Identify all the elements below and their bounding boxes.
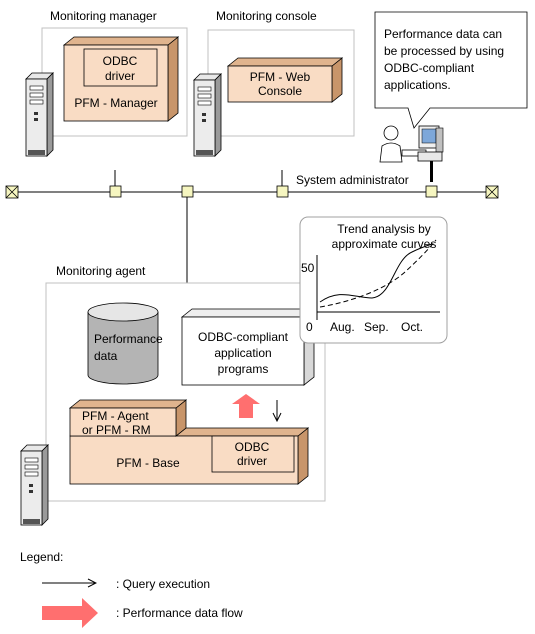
manager-network-node [109, 185, 122, 198]
trend-y-label-50: 50 [301, 261, 315, 275]
trend-y-label-0: 0 [306, 320, 313, 334]
trend-x-label-sep: Sep. [364, 320, 389, 334]
legend-query-label: : Query execution [116, 577, 210, 591]
callout-line-4: applications. [384, 78, 451, 92]
monitoring-manager-title: Monitoring manager [50, 9, 157, 23]
monitoring-agent-title: Monitoring agent [56, 264, 146, 278]
web-console-label-1: PFM - Web [250, 70, 311, 84]
manager-server-icon [25, 72, 54, 157]
manager-odbc-driver-box [83, 48, 158, 87]
pfm-web-console-component: PFM - Web Console [226, 57, 344, 103]
performance-flow-arrow [232, 394, 260, 418]
manager-odbc-label-2: driver [105, 69, 135, 83]
system-administrator-label: System administrator [296, 173, 409, 187]
trend-actual-curve [319, 243, 433, 303]
performance-database-icon: Performance data [87, 302, 163, 385]
manager-odbc-label-1: ODBC [103, 54, 138, 68]
trend-analysis-panel: Trend analysis by approximate curves 50 … [299, 216, 448, 344]
console-network-node [276, 185, 289, 198]
trend-x-label-aug: Aug. [330, 320, 355, 334]
trend-title-1: Trend analysis by [337, 222, 431, 236]
odbc-application-box: ODBC-compliant application programs [180, 308, 316, 386]
agent-network-node [181, 185, 194, 198]
legend-flow-arrow [42, 598, 98, 628]
console-server-icon [193, 73, 222, 157]
callout-line-1: Performance data can [384, 27, 502, 41]
performance-data-label-2: data [94, 349, 118, 363]
agent-odbc-label-1: ODBC [235, 440, 270, 454]
pfm-agent-label-1: PFM - Agent [82, 409, 149, 423]
performance-data-label-1: Performance [94, 332, 163, 346]
agent-server-icon [20, 444, 49, 526]
application-label-2: application [214, 346, 271, 360]
pfm-agent-label-2: or PFM - RM [82, 423, 151, 437]
agent-odbc-driver-box [211, 435, 295, 473]
odbc-callout: Performance data can be processed by usi… [374, 11, 528, 129]
application-label-1: ODBC-compliant [198, 330, 289, 344]
agent-odbc-label-2: driver [237, 454, 267, 468]
callout-line-3: ODBC-compliant [384, 61, 475, 75]
system-administrator-icon [379, 125, 444, 182]
legend-title: Legend: [20, 550, 63, 564]
pfm-manager-label: PFM - Manager [74, 96, 157, 110]
pfm-base-component: PFM - Base ODBC driver [69, 427, 310, 485]
admin-network-node [425, 185, 438, 198]
trend-x-label-oct: Oct. [401, 320, 423, 334]
legend-flow-label: : Performance data flow [116, 606, 243, 620]
trend-title-2: approximate curves [332, 237, 437, 251]
monitoring-console-title: Monitoring console [216, 9, 317, 23]
network-terminator-left [5, 185, 19, 199]
web-console-label-2: Console [258, 84, 302, 98]
trend-approx-curve [319, 239, 437, 308]
application-label-3: programs [218, 362, 269, 376]
callout-line-2: be processed by using [384, 44, 504, 58]
pfm-agent-component: PFM - Agent or PFM - RM [68, 399, 188, 437]
pfm-manager-component: ODBC driver PFM - Manager [62, 36, 180, 122]
network-terminator-right [485, 185, 499, 199]
pfm-base-label: PFM - Base [116, 456, 180, 470]
